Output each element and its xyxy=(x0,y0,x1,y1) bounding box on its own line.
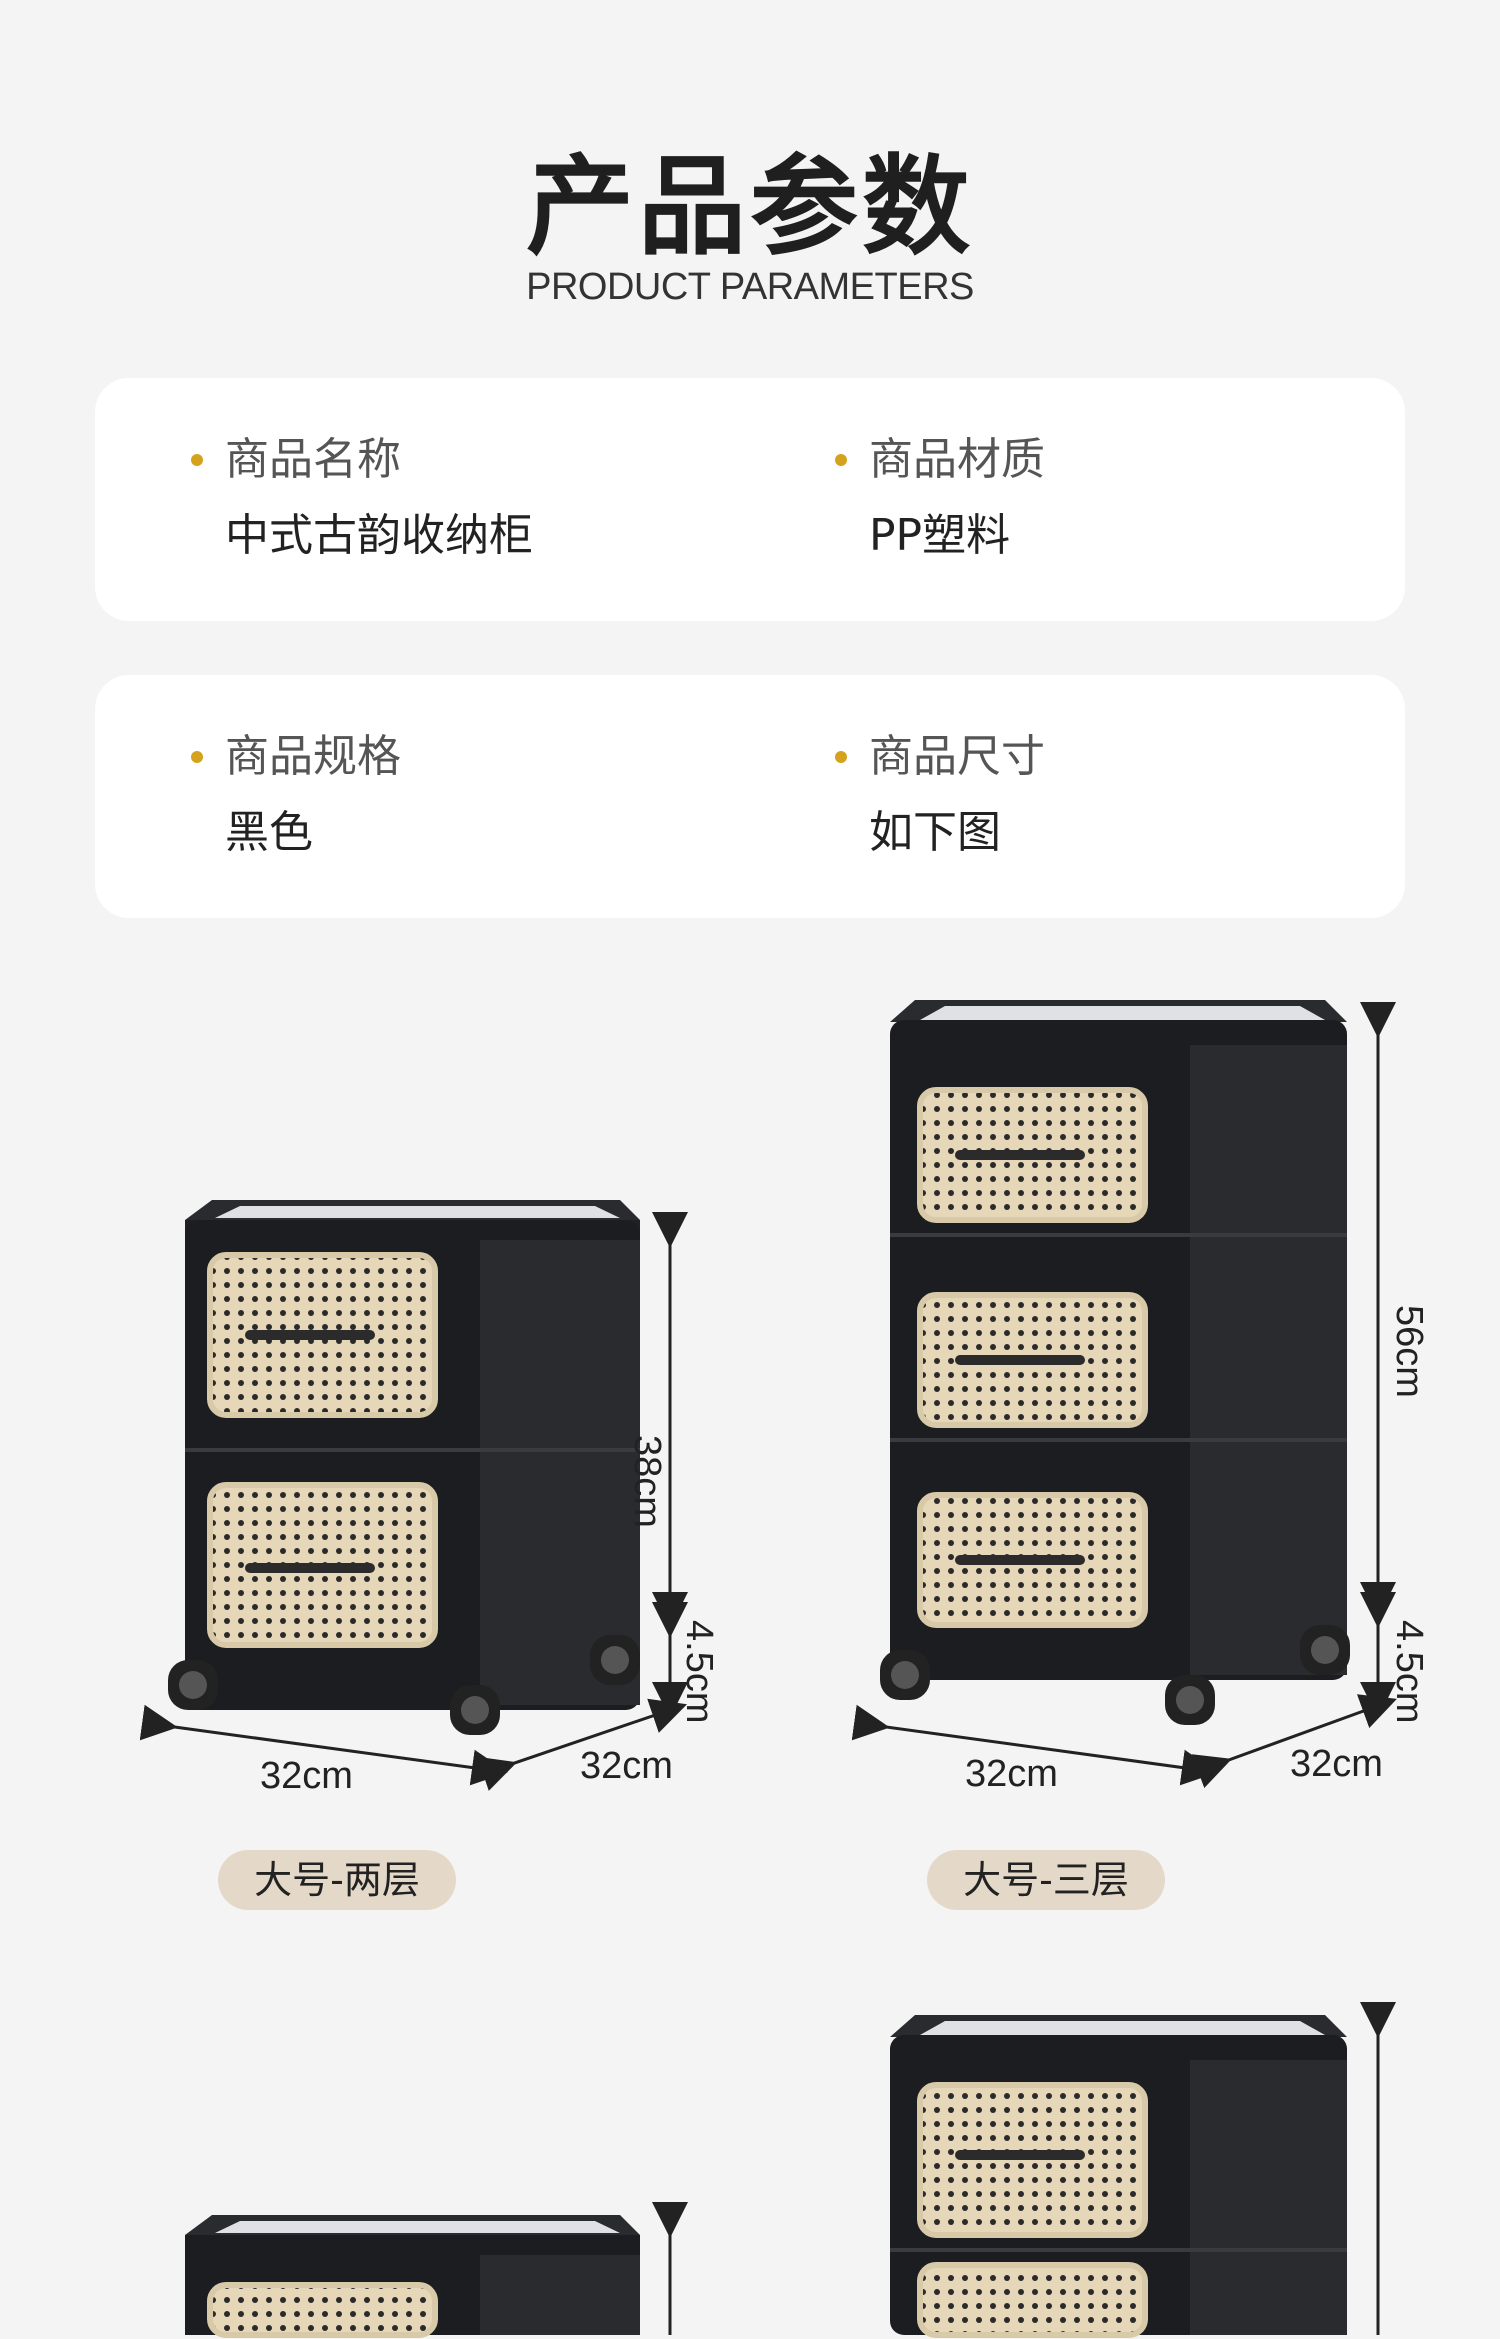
cabinet-partial-image xyxy=(890,2002,1396,2338)
param-label: 商品规格 xyxy=(225,731,401,782)
param-card-1: 商品名称 中式古韵收纳柜 商品材质 PP塑料 xyxy=(95,378,1405,621)
dimension-arrow-icon xyxy=(1191,1694,1397,1789)
dimension-height: 38cm xyxy=(626,1435,668,1528)
dimension-lines xyxy=(139,1212,688,1791)
dimension-arrow-icon xyxy=(851,1704,1218,1786)
bullet-dot-icon xyxy=(191,454,203,466)
param-size: 商品尺寸 如下图 xyxy=(835,729,1045,861)
param-value: 黑色 xyxy=(225,807,313,858)
param-value: 如下图 xyxy=(869,807,1001,858)
product-tag: 大号-三层 xyxy=(927,1850,1165,1910)
product-partial-right xyxy=(860,2002,1460,2339)
param-product-name: 商品名称 中式古韵收纳柜 xyxy=(191,432,533,564)
dimension-lines xyxy=(851,1002,1397,1789)
param-spec: 商品规格 黑色 xyxy=(191,729,401,861)
param-card-2: 商品规格 黑色 商品尺寸 如下图 xyxy=(95,675,1405,918)
param-material: 商品材质 PP塑料 xyxy=(835,432,1045,564)
param-label: 商品材质 xyxy=(869,434,1045,485)
bullet-dot-icon xyxy=(191,751,203,763)
dimension-width: 32cm xyxy=(965,1753,1058,1795)
product-partial-left xyxy=(150,2195,750,2339)
cabinet-partial-image xyxy=(185,2202,688,2338)
dimension-height: 56cm xyxy=(1388,1305,1430,1398)
cabinet-three-tier-image xyxy=(880,1000,1350,1725)
page-subtitle: PRODUCT PARAMETERS xyxy=(526,266,974,308)
param-label: 商品尺寸 xyxy=(869,731,1045,782)
param-value: 中式古韵收纳柜 xyxy=(225,510,533,561)
bullet-dot-icon xyxy=(835,454,847,466)
dimension-depth: 32cm xyxy=(1290,1743,1383,1785)
param-value: PP塑料 xyxy=(869,510,1011,561)
product-two-tier: 38cm 4.5cm 32cm 32cm xyxy=(139,1180,750,1804)
dimension-wheel: 4.5cm xyxy=(678,1620,720,1724)
bullet-dot-icon xyxy=(835,751,847,763)
product-tag: 大号-两层 xyxy=(218,1850,456,1910)
page-title: 产品参数 xyxy=(525,145,974,270)
dimension-depth: 32cm xyxy=(580,1745,673,1787)
dimension-wheel: 4.5cm xyxy=(1388,1620,1430,1724)
param-label: 商品名称 xyxy=(225,434,401,485)
dimension-width: 32cm xyxy=(260,1755,353,1797)
product-three-tier: 56cm 4.5cm 32cm 32cm xyxy=(851,990,1460,1795)
dimension-arrow-icon xyxy=(477,1698,688,1791)
dimension-arrow-icon xyxy=(139,1704,508,1786)
